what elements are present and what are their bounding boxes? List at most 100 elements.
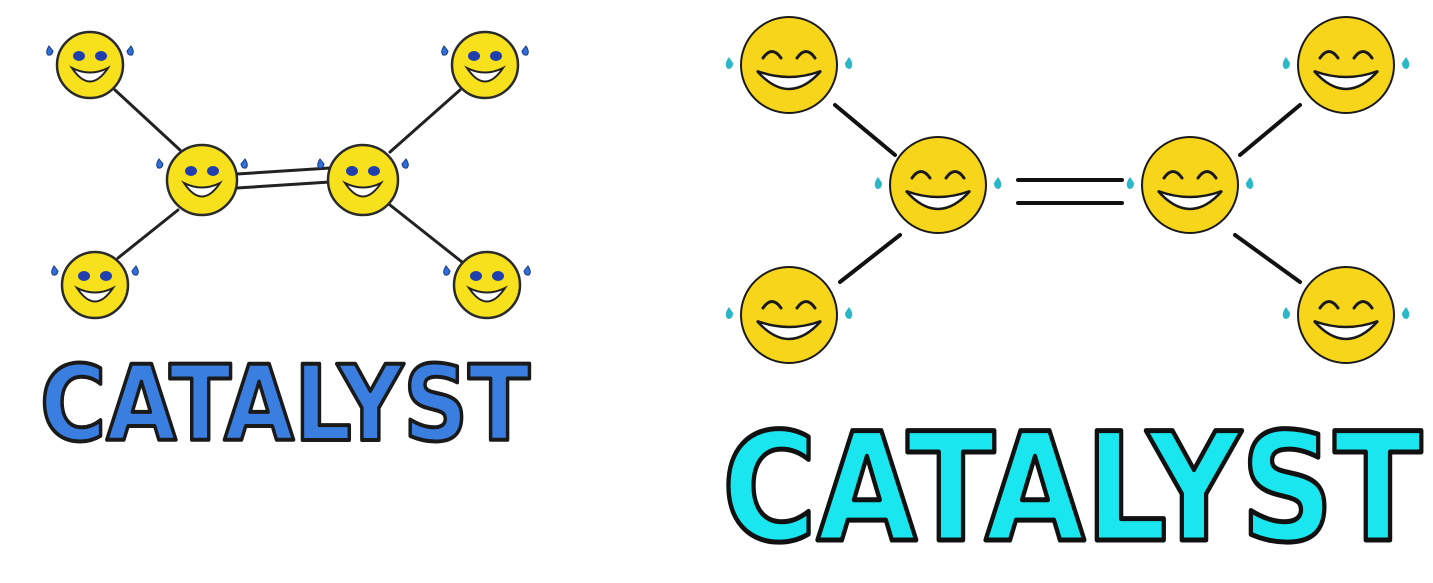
smile-mouth xyxy=(69,65,111,83)
closed-eye-icon xyxy=(795,300,817,310)
smiley-face xyxy=(874,136,1002,234)
tear-drop-icon xyxy=(523,265,531,276)
eye-icon xyxy=(470,271,482,281)
eye-icon xyxy=(207,166,219,176)
tear-drop-icon xyxy=(441,45,449,56)
eye-icon xyxy=(73,51,85,61)
tear-drop-icon xyxy=(1126,177,1134,189)
smile-mouth xyxy=(466,285,508,303)
smiley-face xyxy=(725,266,853,364)
closed-eye-icon xyxy=(1162,170,1184,180)
closed-eye-icon xyxy=(761,50,783,60)
smile-mouth xyxy=(342,180,384,198)
closed-eye-icon xyxy=(761,300,783,310)
closed-eye-icon xyxy=(944,170,966,180)
tear-drop-icon xyxy=(1402,57,1410,69)
tear-drop-icon xyxy=(874,177,882,189)
eye-icon xyxy=(78,271,90,281)
right-catalyst-word: CATALYST xyxy=(722,402,1422,576)
closed-eye-icon xyxy=(1318,50,1340,60)
smiley-face xyxy=(1282,16,1410,114)
smiley-face xyxy=(1282,266,1410,364)
smile-mouth xyxy=(756,69,822,91)
smiley-face xyxy=(317,143,409,217)
smile-mouth xyxy=(1313,319,1379,341)
closed-eye-icon xyxy=(1318,300,1340,310)
smile-mouth xyxy=(756,319,822,341)
tear-drop-icon xyxy=(725,307,733,319)
face-circle xyxy=(1297,266,1395,364)
eye-icon xyxy=(185,166,197,176)
face-circle xyxy=(326,143,400,217)
eye-icon xyxy=(492,271,504,281)
eye-icon xyxy=(368,166,380,176)
face-circle xyxy=(452,250,522,320)
eye-icon xyxy=(100,271,112,281)
smiley-face xyxy=(1126,136,1254,234)
closed-eye-icon xyxy=(1352,50,1374,60)
tear-drop-icon xyxy=(156,158,164,169)
tear-drop-icon xyxy=(1246,177,1254,189)
left-catalyst-word: CATALYST xyxy=(40,343,530,465)
face-circle xyxy=(450,30,520,100)
smile-mouth xyxy=(905,189,971,211)
face-circle xyxy=(1297,16,1395,114)
right-faces xyxy=(725,16,1410,364)
tear-drop-icon xyxy=(317,158,325,169)
tear-drop-icon xyxy=(401,158,409,169)
tear-drop-icon xyxy=(131,265,139,276)
face-circle xyxy=(889,136,987,234)
tear-drop-icon xyxy=(51,265,59,276)
bond-line xyxy=(833,103,897,157)
smile-mouth xyxy=(1157,189,1223,211)
left-bonds xyxy=(113,88,464,264)
right-bonds xyxy=(833,103,1302,284)
smiley-face xyxy=(156,143,248,217)
eye-icon xyxy=(346,166,358,176)
bond-line xyxy=(388,88,462,154)
closed-eye-icon xyxy=(910,170,932,180)
face-circle xyxy=(165,143,239,217)
left-panel: CATALYST xyxy=(0,0,560,583)
tear-drop-icon xyxy=(443,265,451,276)
tear-drop-icon xyxy=(240,158,248,169)
tear-drop-icon xyxy=(521,45,529,56)
smiley-face xyxy=(46,30,134,100)
tear-drop-icon xyxy=(845,307,853,319)
smile-mouth xyxy=(74,285,116,303)
face-circle xyxy=(1141,136,1239,234)
bond-line xyxy=(1238,103,1302,157)
left-faces xyxy=(46,30,531,320)
double-bond-line xyxy=(235,180,332,190)
eye-icon xyxy=(95,51,107,61)
tear-drop-icon xyxy=(1282,307,1290,319)
bond-line xyxy=(838,233,902,284)
tear-drop-icon xyxy=(1282,57,1290,69)
bond-line xyxy=(113,88,182,152)
closed-eye-icon xyxy=(1352,300,1374,310)
smiley-face xyxy=(441,30,529,100)
face-circle xyxy=(740,266,838,364)
left-diagram: CATALYST xyxy=(38,30,532,467)
smiley-face xyxy=(443,250,531,320)
tear-drop-icon xyxy=(845,57,853,69)
smile-mouth xyxy=(464,65,506,83)
double-bond-line xyxy=(235,166,332,176)
smile-mouth xyxy=(181,180,223,198)
tear-drop-icon xyxy=(1402,307,1410,319)
face-circle xyxy=(55,30,125,100)
smiley-face xyxy=(725,16,853,114)
eye-icon xyxy=(490,51,502,61)
tear-drop-icon xyxy=(46,45,54,56)
smiley-face xyxy=(51,250,139,320)
tear-drop-icon xyxy=(994,177,1002,189)
smile-mouth xyxy=(1313,69,1379,91)
closed-eye-icon xyxy=(1196,170,1218,180)
face-circle xyxy=(60,250,130,320)
face-circle xyxy=(740,16,838,114)
tear-drop-icon xyxy=(126,45,134,56)
bond-line xyxy=(388,203,464,264)
right-diagram: CATALYST xyxy=(720,16,1425,579)
tear-drop-icon xyxy=(725,57,733,69)
bond-line xyxy=(1233,233,1302,284)
